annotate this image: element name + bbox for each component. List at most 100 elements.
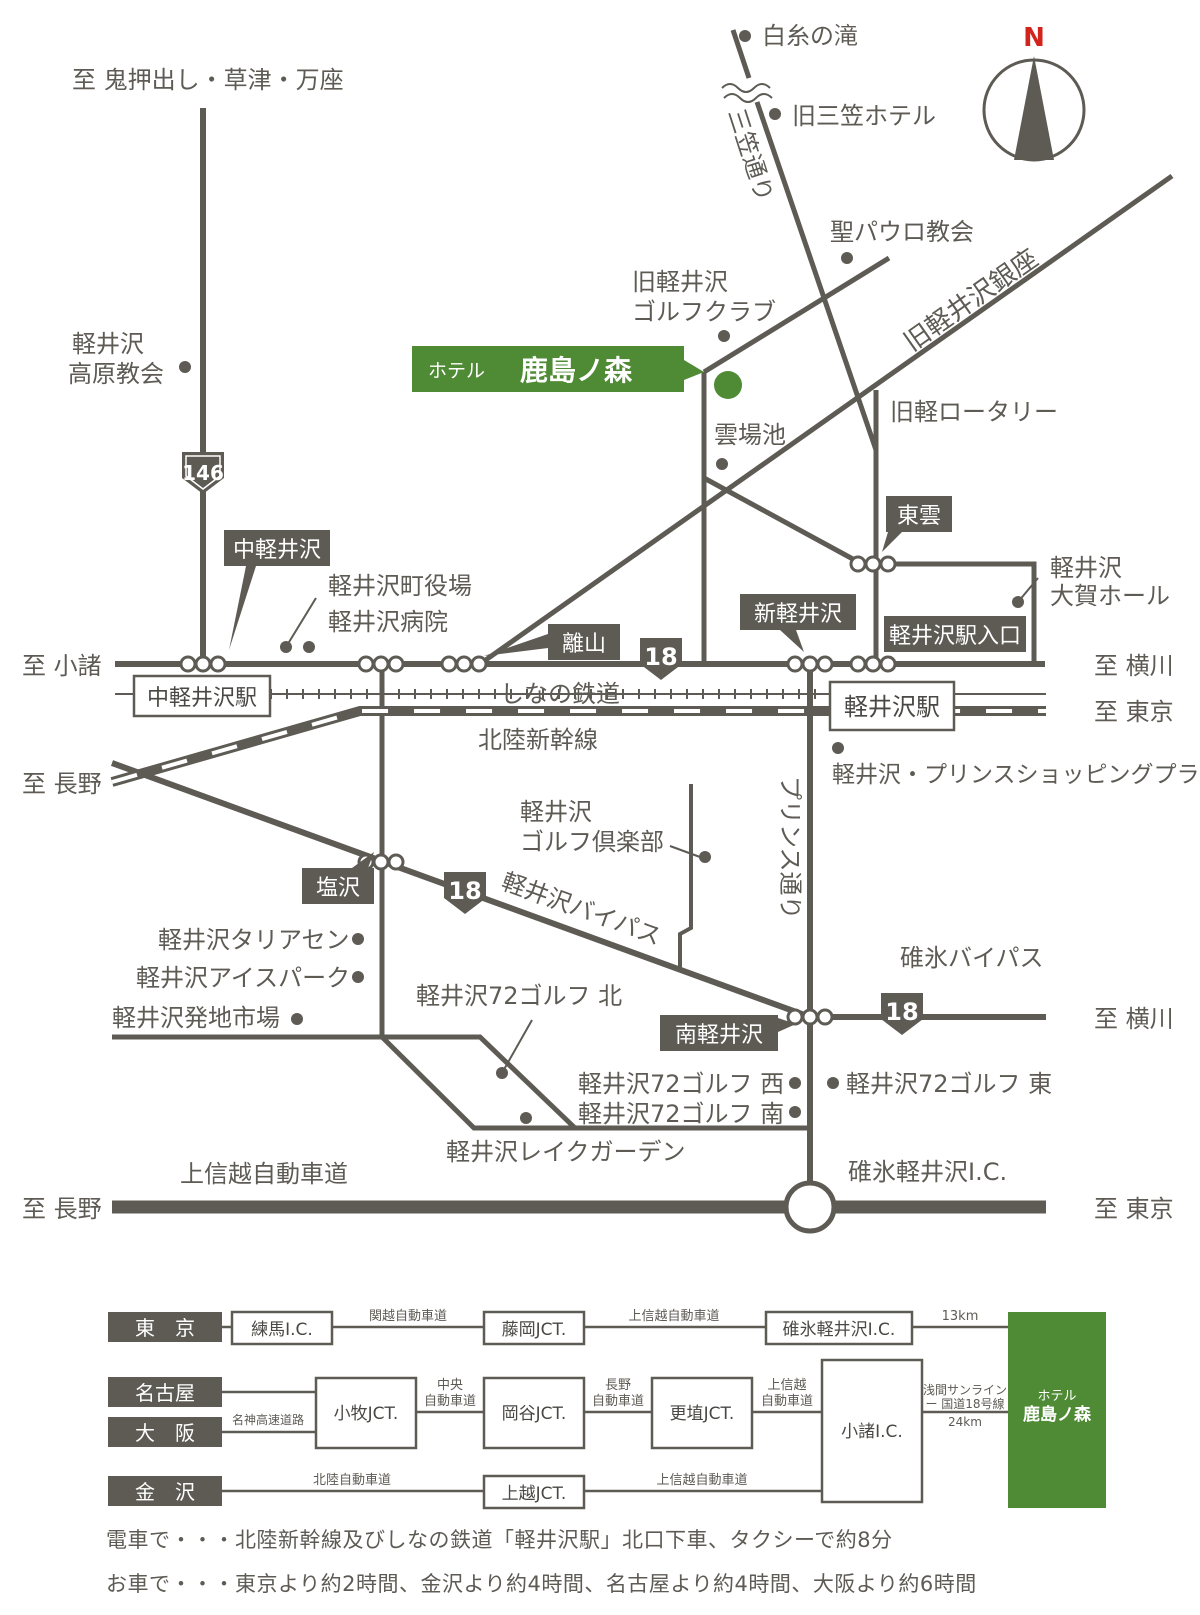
node-fujioka <box>482 1310 586 1346</box>
signal-hanareyama-icon <box>440 655 488 673</box>
label-market: 軽井沢発地市場 <box>112 1004 280 1032</box>
road-ohga-hall <box>862 561 1037 664</box>
svg-text:名神高速道路: 名神高速道路 <box>232 1412 304 1427</box>
label-to-tokyo-1: 至 東京 <box>1094 698 1174 726</box>
origin-nagoya: 名古屋 <box>108 1377 222 1407</box>
label-town-hall: 軽井沢町役場 <box>328 572 472 600</box>
label-golf72-east: 軽井沢72ゴルフ 東 <box>846 1070 1052 1098</box>
svg-text:自動車道: 自動車道 <box>761 1394 813 1409</box>
poi-golf72-west-icon <box>789 1077 801 1089</box>
label-usui-bypass: 碓氷バイパス <box>900 944 1044 972</box>
poi-kogen-church-icon <box>179 361 191 373</box>
svg-text:塩沢: 塩沢 <box>316 876 360 901</box>
label-golf-kurabu-2: ゴルフ倶楽部 <box>520 828 664 856</box>
label-ice-park: 軽井沢アイスパーク <box>136 964 350 992</box>
signals <box>179 555 897 1234</box>
box-minami-karuizawa: 南軽井沢 <box>660 1015 796 1051</box>
access-by-car: お車で・・・東京より約2時間、金沢より約4時間、名古屋より約4時間、大阪より約6… <box>106 1572 977 1596</box>
station-karuizawa: 軽井沢駅 <box>828 680 956 732</box>
node-nerima <box>230 1310 334 1346</box>
poi-golf-kurabu-icon <box>699 851 711 863</box>
svg-text:18: 18 <box>644 643 677 671</box>
label-ginza: 旧軽井沢銀座 <box>899 244 1044 358</box>
svg-text:軽井沢駅: 軽井沢駅 <box>844 693 940 721</box>
svg-text:長野: 長野 <box>605 1378 631 1393</box>
svg-text:軽井沢駅入口: 軽井沢駅入口 <box>889 624 1021 649</box>
svg-text:13km: 13km <box>942 1309 979 1324</box>
label-to-komoro: 至 小諸 <box>22 652 102 680</box>
label-golf72-west: 軽井沢72ゴルフ 西 <box>578 1070 784 1098</box>
leader-lines <box>285 577 1039 1074</box>
svg-text:146: 146 <box>182 461 224 485</box>
label-usui-ic: 碓氷軽井沢I.C. <box>848 1158 1007 1186</box>
poi-taliesin-icon <box>352 933 364 945</box>
svg-text:ー 国道18号線: ー 国道18号線 <box>925 1396 1004 1411</box>
svg-text:中軽井沢駅: 中軽井沢駅 <box>147 686 257 711</box>
label-old-mikasa-hotel: 旧三笠ホテル <box>792 102 936 130</box>
svg-text:上信越自動車道: 上信越自動車道 <box>656 1473 747 1488</box>
road-kumoba-diagonal <box>702 475 864 567</box>
svg-text:小牧JCT.: 小牧JCT. <box>334 1404 399 1424</box>
signal-shiozawa-north-icon <box>357 655 405 673</box>
label-rotary: 旧軽ロータリー <box>890 398 1058 426</box>
box-shin-karuizawa: 新軽井沢 <box>740 594 856 652</box>
node-komaki <box>314 1376 418 1450</box>
poi-ice-park-icon <box>352 971 364 983</box>
origin-kanazawa: 金 沢 <box>108 1476 222 1506</box>
node-joetsu <box>482 1474 586 1510</box>
svg-text:鹿島ノ森: 鹿島ノ森 <box>1023 1404 1092 1425</box>
svg-text:関越自動車道: 関越自動車道 <box>369 1309 447 1324</box>
poi-kumoba-icon <box>716 458 728 470</box>
poi-golf72-south-icon <box>789 1106 801 1118</box>
label-golf72-south: 軽井沢72ゴルフ 南 <box>578 1100 784 1128</box>
svg-text:24km: 24km <box>948 1415 982 1429</box>
label-st-paul: 聖パウロ教会 <box>830 218 974 246</box>
label-lake-garden: 軽井沢レイクガーデン <box>446 1138 686 1166</box>
label-kogen-church-2: 高原教会 <box>68 360 164 388</box>
svg-text:上越JCT.: 上越JCT. <box>502 1484 567 1504</box>
label-shinano-railway: しなの鉄道 <box>500 680 620 708</box>
route-shield-18-c: 18 <box>881 993 923 1035</box>
road-break-mark <box>721 83 773 103</box>
route-shield-146: 146 <box>182 452 224 494</box>
compass-north-label: N <box>1023 23 1045 53</box>
road-lake-garden <box>380 1035 810 1131</box>
hotel-location-icon <box>714 371 742 399</box>
poi-shiraito-icon <box>739 30 751 42</box>
poi-prince-shopping-icon <box>832 742 844 754</box>
svg-text:小諸I.C.: 小諸I.C. <box>841 1422 903 1442</box>
route-shield-18-b: 18 <box>444 872 486 914</box>
svg-text:浅間サンライン: 浅間サンライン <box>923 1383 1007 1397</box>
route-road-names: 関越自動車道 上信越自動車道 13km 名神高速道路 中央 自動車道 長野 自動… <box>232 1309 1007 1488</box>
svg-text:更埴JCT.: 更埴JCT. <box>670 1404 735 1424</box>
road-golf-club-diagonal <box>702 255 891 375</box>
hokuriku-shinkansen-line <box>110 706 1046 787</box>
road-golf-club-access <box>678 784 693 970</box>
label-ohga-hall-2: 大賀ホール <box>1050 582 1170 610</box>
poi-st-paul-icon <box>841 252 853 264</box>
box-station-entrance: 軽井沢駅入口 <box>884 616 1026 652</box>
node-komoro <box>820 1358 924 1504</box>
poi-dots <box>179 30 1024 1124</box>
node-koshoku <box>650 1376 754 1450</box>
road-mikasa-dori-north <box>730 29 752 79</box>
signal-minami-karuizawa-icon <box>786 1008 834 1026</box>
svg-text:大 阪: 大 阪 <box>135 1421 195 1445</box>
label-kogen-church-1: 軽井沢 <box>72 330 144 358</box>
label-to-nagano-1: 至 長野 <box>22 770 102 798</box>
svg-text:上信越自動車道: 上信越自動車道 <box>628 1309 719 1324</box>
svg-text:中軽井沢: 中軽井沢 <box>233 538 321 563</box>
label-joshinetsu: 上信越自動車道 <box>180 1160 348 1188</box>
compass: N <box>982 23 1086 162</box>
box-shiozawa: 塩沢 <box>302 852 374 904</box>
svg-text:自動車道: 自動車道 <box>592 1394 644 1409</box>
poi-hospital-icon <box>303 641 315 653</box>
label-to-yokokawa-2: 至 横川 <box>1094 1005 1174 1033</box>
origin-tokyo: 東 京 <box>108 1312 222 1342</box>
svg-text:自動車道: 自動車道 <box>424 1394 476 1409</box>
route-table: 東 京 名古屋 大 阪 金 沢 練馬I.C. 藤岡JCT. 碓氷軽井沢I.C. <box>108 1309 1106 1510</box>
interchange-circle-icon <box>783 1180 837 1234</box>
node-okaya <box>482 1376 586 1450</box>
label-bypass: 軽井沢バイパス <box>498 867 665 951</box>
svg-text:岡谷JCT.: 岡谷JCT. <box>502 1404 567 1424</box>
